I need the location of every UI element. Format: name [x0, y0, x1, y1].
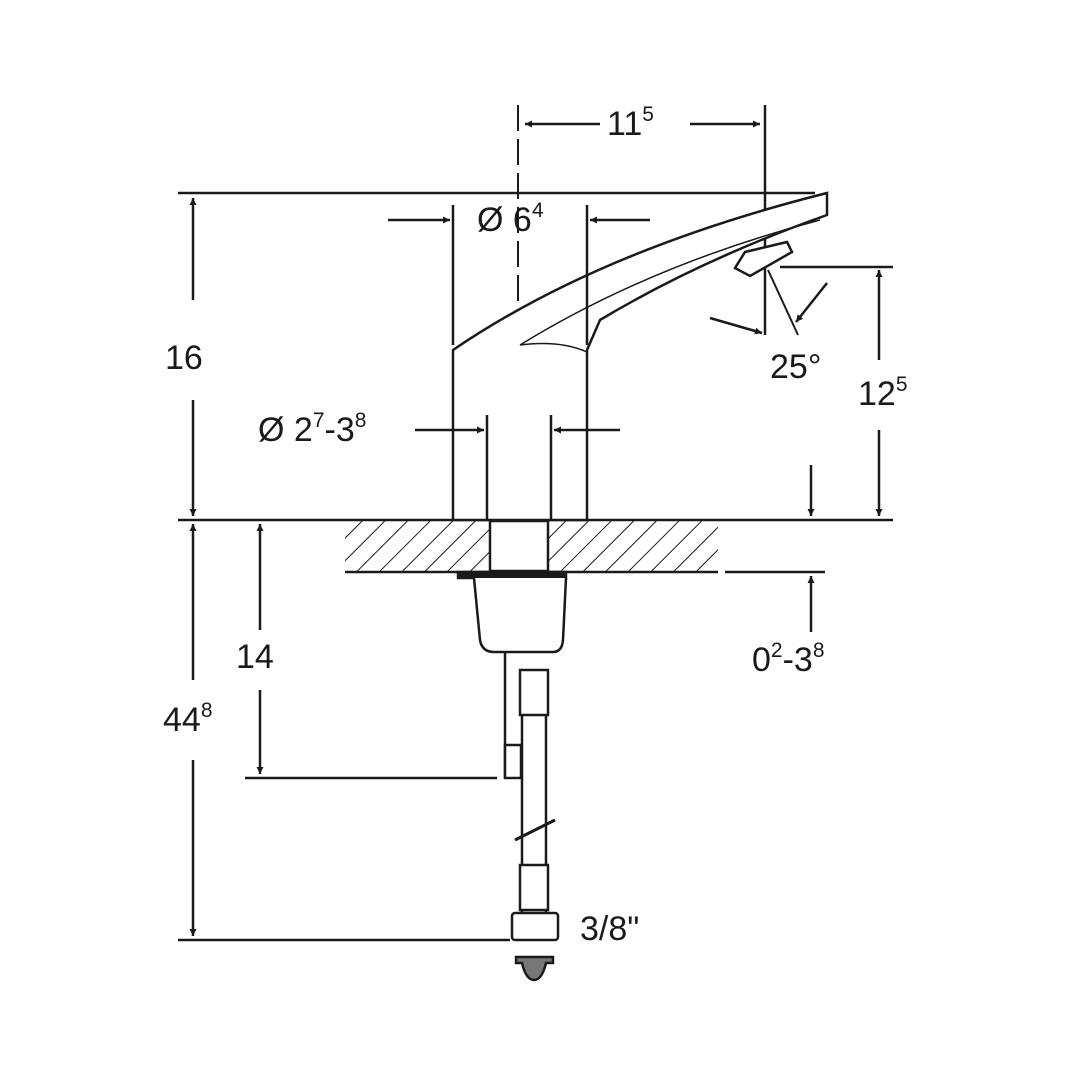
mount-cup — [472, 577, 568, 654]
faucet-body — [451, 191, 829, 522]
hose-fitting-lower — [518, 863, 550, 912]
label-below-total: 448 — [163, 699, 213, 739]
label-body-diameter: Ø 64 — [477, 199, 544, 239]
label-angle: 25° — [770, 348, 822, 386]
label-outlet-height: 125 — [858, 373, 908, 413]
label-spout-reach: 115 — [607, 103, 654, 143]
label-connection: 3/8" — [580, 910, 640, 948]
connection-nut — [510, 911, 560, 942]
sensor-clip — [503, 743, 523, 780]
aerator — [733, 240, 794, 278]
label-hole-diameter: Ø 27-38 — [258, 409, 367, 449]
hose-fitting — [518, 668, 550, 717]
label-counter-thickness: 02-38 — [752, 639, 825, 679]
dim-angle-left — [709, 316, 763, 335]
spout-inner-line — [519, 219, 821, 346]
hose-break — [514, 818, 556, 842]
label-height: 16 — [165, 339, 203, 377]
filter — [514, 955, 555, 982]
dim-angle-right — [795, 282, 828, 323]
counter-hole — [488, 519, 550, 573]
label-below-short: 14 — [236, 638, 274, 676]
mount-flange — [456, 570, 568, 580]
